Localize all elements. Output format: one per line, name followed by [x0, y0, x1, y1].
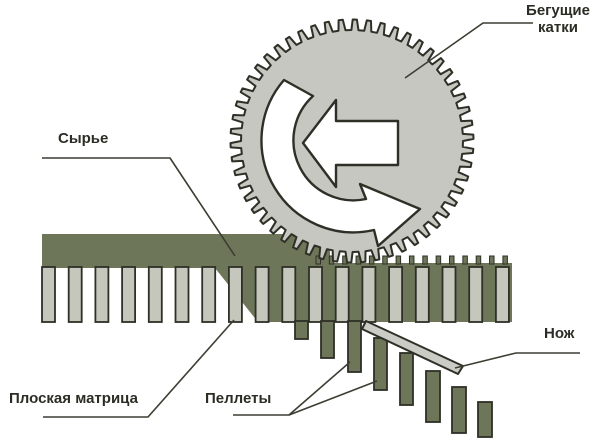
die-bar	[441, 266, 457, 323]
die-bar	[308, 266, 323, 323]
die-nub	[449, 255, 455, 265]
die-nub	[489, 255, 495, 265]
die-nub	[435, 255, 442, 265]
leader-lines	[42, 22, 580, 418]
label-knife: Нож	[544, 325, 575, 342]
raw-material-layer	[42, 234, 512, 322]
die-nub	[462, 255, 468, 265]
pellet-bar	[425, 370, 441, 423]
die-bar	[388, 266, 404, 323]
die-nub	[408, 255, 415, 265]
pellet-bar	[294, 320, 309, 340]
pellet-bar	[347, 320, 362, 373]
die-bar	[174, 266, 190, 323]
label-pellets: Пеллеты	[205, 390, 272, 407]
pellet-bar	[399, 352, 414, 406]
die-bar	[227, 266, 243, 323]
die-bar	[147, 266, 163, 323]
die-nub	[315, 255, 321, 265]
leader-raw-material	[42, 157, 236, 257]
label-rollers: Бегущие катки	[526, 2, 590, 36]
die-nub	[368, 255, 375, 265]
label-flat-die: Плоская матрица	[9, 390, 138, 407]
die-nub	[422, 255, 428, 265]
die-nub	[395, 255, 402, 265]
leader-rollers	[404, 22, 533, 79]
label-raw-material: Сырье	[58, 130, 109, 147]
left-direction-arrow-icon	[301, 98, 400, 189]
die-bar	[121, 266, 136, 323]
die-bar	[334, 266, 350, 323]
pellet-bar	[451, 386, 467, 434]
die-surface-nubs	[315, 255, 508, 265]
knife-blade	[361, 320, 464, 375]
leader-pellets-2	[288, 380, 378, 416]
die-bar	[94, 266, 110, 323]
die-bar	[201, 266, 217, 323]
roller-gear	[229, 18, 475, 264]
die-bar	[414, 266, 430, 323]
die-bar	[468, 266, 484, 323]
die-bar	[494, 266, 510, 323]
die-bar	[67, 266, 83, 323]
leader-knife	[454, 352, 580, 369]
die-bar	[281, 266, 297, 323]
die-bar	[361, 266, 377, 323]
pellet-bar	[320, 320, 335, 359]
pellet-bar	[477, 401, 493, 438]
die-bar	[254, 266, 270, 323]
pellet-bars	[294, 320, 493, 438]
die-nub	[475, 255, 482, 265]
leader-flat-die	[43, 319, 235, 418]
die-nub	[502, 255, 508, 265]
die-nub	[382, 255, 388, 265]
die-bar	[41, 266, 56, 323]
rotation-arc-arrow-icon	[260, 78, 422, 248]
